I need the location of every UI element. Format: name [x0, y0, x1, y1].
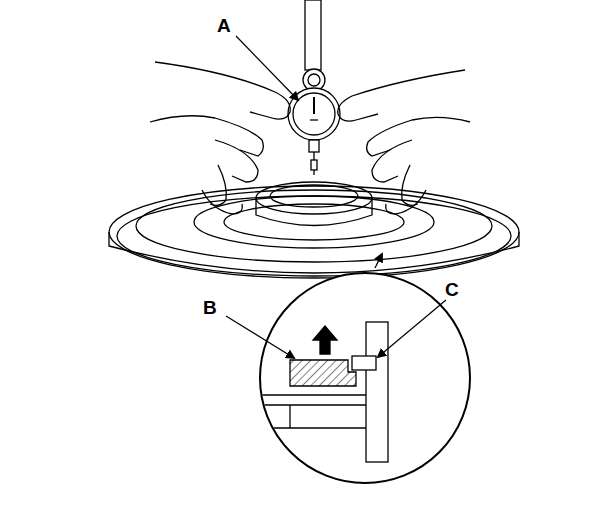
callout-letter: C — [444, 280, 460, 299]
callout-letter: A — [216, 16, 232, 35]
callout-letter: B — [202, 298, 218, 317]
